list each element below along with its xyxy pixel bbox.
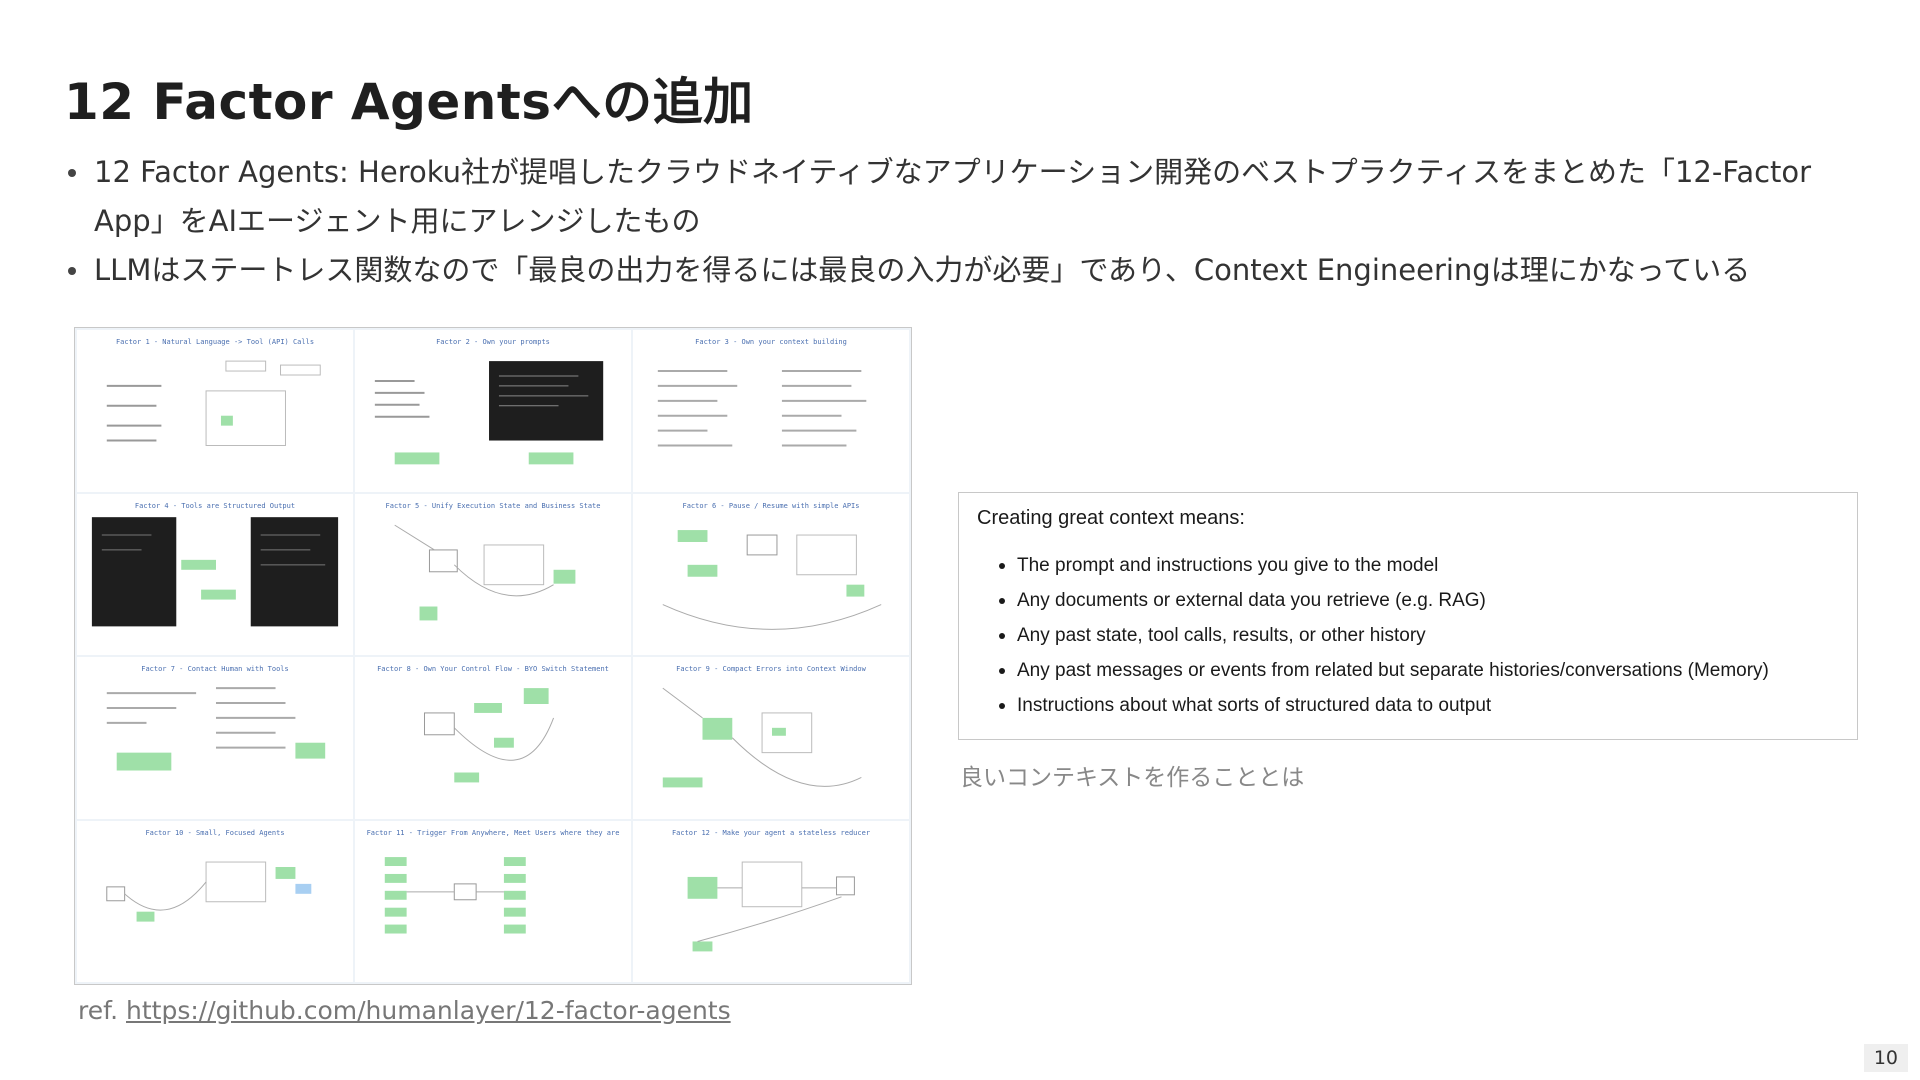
- context-item: Instructions about what sorts of structu…: [999, 688, 1839, 723]
- context-item: Any past state, tool calls, results, or …: [999, 618, 1839, 653]
- factor-thumbnail-title: Factor 6 - Pause / Resume with simple AP…: [682, 501, 860, 510]
- factor-diagram: [374, 361, 604, 465]
- context-item: Any past messages or events from related…: [999, 653, 1839, 688]
- factor-diagram: [662, 529, 882, 630]
- factor-thumbnail-title: Factor 9 - Compact Errors into Context W…: [676, 665, 866, 673]
- page-number: 10: [1863, 1044, 1908, 1072]
- factor-diagram: [662, 687, 862, 788]
- factor-diagram: [106, 687, 326, 771]
- factor-thumbnail-title: Factor 4 - Tools are Structured Output: [134, 501, 296, 510]
- factor-thumbnail-title: Factor 12 - Make your agent a stateless …: [671, 828, 871, 837]
- context-box-heading: Creating great context means:: [977, 507, 1245, 529]
- factor-thumbnail: Factor 1 - Natural Language -> Tool (API…: [77, 330, 353, 492]
- factor-diagram: [394, 524, 576, 620]
- factor-diagram: [384, 856, 526, 934]
- factor-thumbnail: Factor 2 - Own your prompts: [355, 330, 631, 492]
- context-item: Any documents or external data you retri…: [999, 583, 1839, 618]
- factor-diagram: [106, 861, 312, 922]
- factor-thumbnail-title: Factor 11 - Trigger From Anywhere, Meet …: [366, 828, 620, 837]
- factor-thumbnail-title: Factor 1 - Natural Language -> Tool (API…: [115, 338, 315, 346]
- factor-thumbnail: Factor 6 - Pause / Resume with simple AP…: [633, 493, 909, 655]
- context-item: The prompt and instructions you give to …: [999, 548, 1839, 583]
- factor-thumbnail-title: Factor 2 - Own your prompts: [436, 338, 550, 346]
- context-item-list: The prompt and instructions you give to …: [977, 548, 1839, 723]
- reference-prefix: ref.: [78, 996, 119, 1025]
- factor-thumbnail: Factor 4 - Tools are Structured Output: [77, 493, 353, 655]
- factor-diagram: [91, 516, 339, 626]
- context-definition-box: Creating great context means: The prompt…: [958, 492, 1858, 740]
- factor-thumbnail: Factor 3 - Own your context building: [633, 330, 909, 492]
- slide-title: 12 Factor Agentsへの追加: [64, 73, 754, 131]
- factor-thumbnail-title: Factor 8 - Own Your Control Flow - BYO S…: [377, 665, 609, 673]
- factor-diagram: [657, 370, 867, 447]
- factor-thumbnail: Factor 12 - Make your agent a stateless …: [633, 820, 909, 982]
- factor-thumbnail-grid: Factor 1 - Natural Language -> Tool (API…: [74, 327, 912, 985]
- factor-thumbnail-title: Factor 10 - Small, Focused Agents: [145, 828, 285, 837]
- factor-thumbnail-title: Factor 7 - Contact Human with Tools: [141, 665, 289, 673]
- factor-thumbnail: Factor 8 - Own Your Control Flow - BYO S…: [355, 657, 631, 819]
- context-box-caption: 良いコンテキストを作ることとは: [960, 765, 1305, 791]
- bullet-item: 12 Factor Agents: Heroku社が提唱したクラウドネイティブな…: [64, 148, 1844, 246]
- factor-thumbnail-title: Factor 3 - Own your context building: [695, 338, 847, 346]
- bullet-item: LLMはステートレス関数なので「最良の出力を得るには最良の入力が必要」であり、C…: [64, 246, 1844, 295]
- factor-diagram: [687, 861, 855, 951]
- reference-line: ref. https://github.com/humanlayer/12-fa…: [78, 996, 731, 1025]
- factor-diagram: [106, 360, 321, 446]
- factor-thumbnail: Factor 5 - Unify Execution State and Bus…: [355, 493, 631, 655]
- factor-thumbnail: Factor 7 - Contact Human with Tools: [77, 657, 353, 819]
- factor-thumbnail-title: Factor 5 - Unify Execution State and Bus…: [385, 501, 601, 510]
- factor-diagram: [424, 688, 555, 783]
- factor-thumbnail: Factor 10 - Small, Focused Agents: [77, 820, 353, 982]
- factor-thumbnail: Factor 9 - Compact Errors into Context W…: [633, 657, 909, 819]
- bullet-list: 12 Factor Agents: Heroku社が提唱したクラウドネイティブな…: [64, 148, 1844, 295]
- reference-link[interactable]: https://github.com/humanlayer/12-factor-…: [126, 996, 731, 1025]
- factor-thumbnail: Factor 11 - Trigger From Anywhere, Meet …: [355, 820, 631, 982]
